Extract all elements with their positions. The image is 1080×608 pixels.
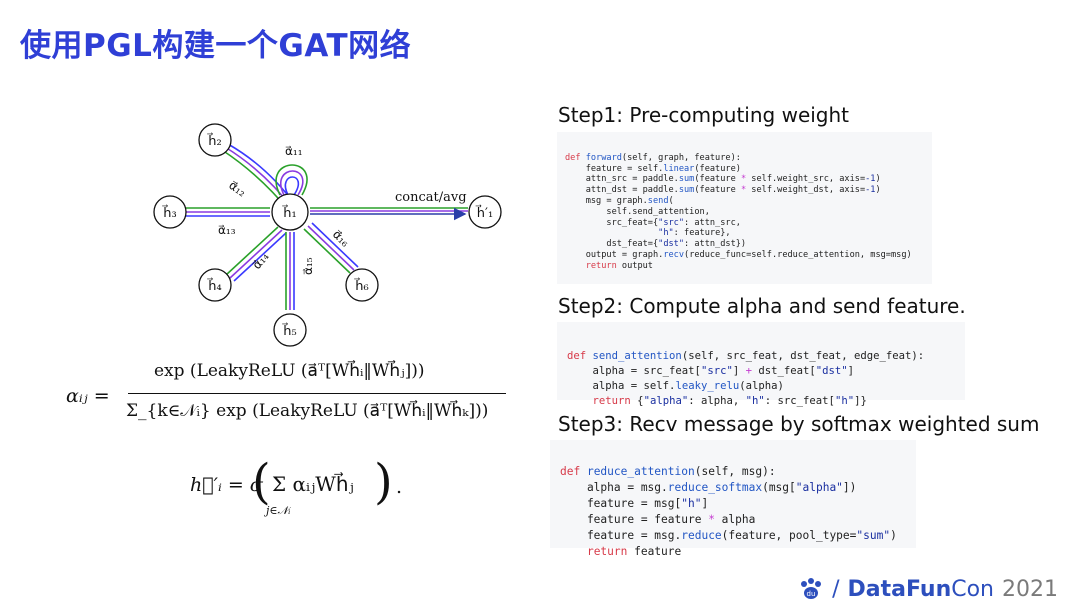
code-line: attn_src = paddle.sum(feature * self.wei… xyxy=(565,174,881,185)
code-line: return {"alpha": alpha, "h": src_feat["h… xyxy=(592,395,867,407)
formula-numerator: exp (LeakyReLU (a⃗ᵀ[Wh⃗ᵢ‖Wh⃗ⱼ])) xyxy=(154,361,425,381)
code-line: feature = feature * alpha xyxy=(560,513,756,526)
slide-title: 使用PGL构建一个GAT网络 xyxy=(20,28,412,64)
logo-separator: / xyxy=(832,576,840,602)
step3-code: def reduce_attention(self, msg): alpha =… xyxy=(550,440,916,558)
step2-heading: Step2: Compute alpha and send feature. xyxy=(558,294,966,318)
code-line: attn_dst = paddle.sum(feature * self.wei… xyxy=(565,185,881,196)
edge-h5-center xyxy=(285,232,295,310)
code-line: feature = self.linear(feature) xyxy=(565,163,741,174)
attention-formula: αᵢⱼ = exp (LeakyReLU (a⃗ᵀ[Wh⃗ᵢ‖Wh⃗ⱼ])) Σ… xyxy=(66,355,506,445)
code-line: def reduce_attention(self, msg): xyxy=(560,465,776,478)
node-h4: h⃗₄ xyxy=(206,278,221,294)
node-h5: h⃗₅ xyxy=(281,323,296,339)
paw-icon: du xyxy=(801,578,822,599)
step1-code: def forward(self, graph, feature): featu… xyxy=(557,132,932,284)
code-line: alpha = src_feat["src"] + dst_feat["dst"… xyxy=(567,365,855,377)
code-line: feature = msg["h"] xyxy=(560,497,709,510)
label-alpha-16: α⃗₁₆ xyxy=(330,227,352,249)
self-loop-edge xyxy=(275,164,308,196)
node-h2: h⃗₂ xyxy=(206,133,221,149)
logo-suffix: Con xyxy=(951,576,994,602)
code-line: feature = msg.reduce(feature, pool_type=… xyxy=(560,529,897,542)
output-arrow xyxy=(310,207,468,221)
node-h3: h⃗₃ xyxy=(161,205,176,221)
logo-year: 2021 xyxy=(1002,576,1058,602)
update-end: . xyxy=(396,476,403,498)
label-alpha-15: α⃗₁₅ xyxy=(301,257,315,275)
paren-right: ) xyxy=(374,454,393,510)
label-alpha-14: α⃗₁₄ xyxy=(250,249,272,272)
fraction-bar xyxy=(128,393,506,395)
step3-heading: Step3: Recv message by softmax weighted … xyxy=(558,412,1040,436)
update-lhs: h⃗′ᵢ = σ xyxy=(190,474,263,496)
code-line: self.send_attention, xyxy=(565,206,710,217)
label-concat-avg: concat/avg xyxy=(395,190,467,205)
update-body: Σ αᵢⱼWh⃗ⱼ xyxy=(272,472,354,496)
alpha-lhs: αᵢⱼ = xyxy=(66,385,110,407)
code-line: alpha = self.leaky_relu(alpha) xyxy=(567,380,784,392)
code-line: output = graph.recv(reduce_func=self.red… xyxy=(565,249,912,260)
step2-code: def send_attention(self, src_feat, dst_f… xyxy=(557,322,965,407)
label-alpha-13: α⃗₁₃ xyxy=(218,223,236,237)
code-line: def forward(self, graph, feature): xyxy=(565,152,741,163)
code-line: return feature xyxy=(586,545,682,558)
code-line: "h": feature}, xyxy=(658,228,731,239)
code-line: alpha = msg.reduce_softmax(msg["alpha"]) xyxy=(560,481,857,494)
code-line: src_feat={"src": attn_src, xyxy=(565,217,741,228)
edge-h6-center xyxy=(303,222,359,274)
update-subscript: j∈𝒩ᵢ xyxy=(266,504,291,517)
node-center: h⃗₁ xyxy=(281,205,296,221)
paren-left: ( xyxy=(252,454,271,510)
code-line: dst_feat={"dst": attn_dst}) xyxy=(565,239,747,250)
edge-h4-center xyxy=(225,226,287,282)
edge-h3-center xyxy=(185,207,270,217)
label-alpha-11: α⃗₁₁ xyxy=(285,144,303,158)
svg-text:du: du xyxy=(807,590,816,598)
update-formula: h⃗′ᵢ = σ ( Σ αᵢⱼWh⃗ⱼ j∈𝒩ᵢ ) . xyxy=(190,454,450,532)
step1-heading: Step1: Pre-computing weight xyxy=(558,103,850,127)
label-alpha-12: α⃗₁₂ xyxy=(226,178,249,200)
node-h6: h⃗₆ xyxy=(353,278,368,294)
formula-denominator: Σ_{k∈𝒩ᵢ} exp (LeakyReLU (a⃗ᵀ[Wh⃗ᵢ‖Wh⃗ₖ])… xyxy=(126,401,489,421)
node-output: h⃗′₁ xyxy=(475,205,493,221)
code-line: return output xyxy=(585,260,653,271)
code-line: def send_attention(self, src_feat, dst_f… xyxy=(567,350,925,362)
logo-brand: DataFun xyxy=(847,576,952,602)
gat-attention-diagram: h⃗₁ h⃗₂ h⃗₃ h⃗₄ h⃗₅ h⃗₆ h⃗′₁ α⃗₁₁ α⃗₁₂ α… xyxy=(153,123,502,347)
code-line: msg = graph.send( xyxy=(565,195,674,206)
